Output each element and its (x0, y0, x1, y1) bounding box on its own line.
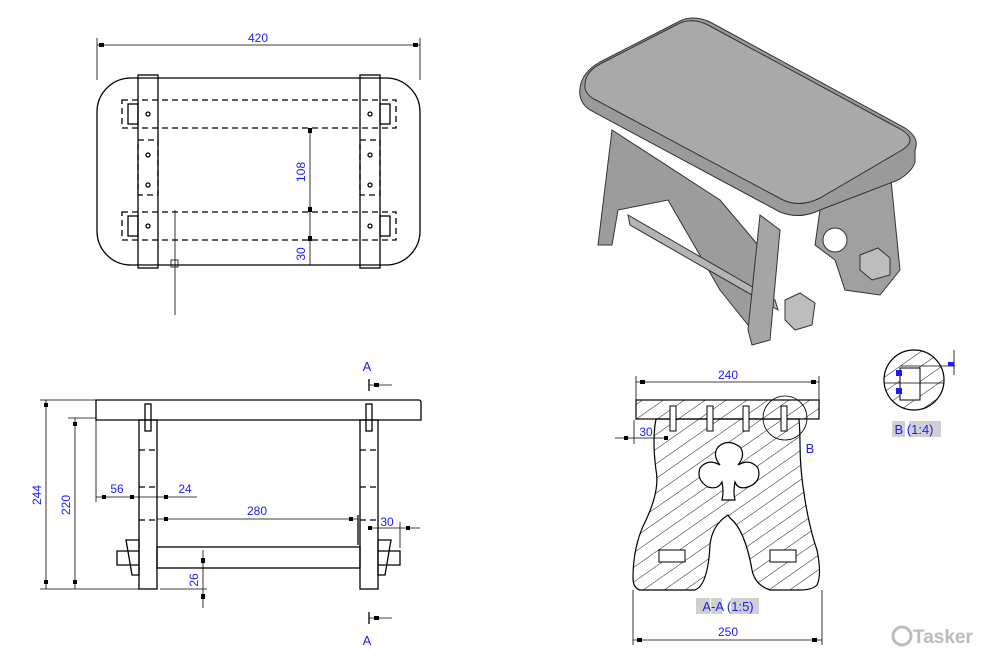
dim-24: 24 (178, 482, 192, 496)
tasker-watermark: Tasker (891, 625, 973, 648)
leg-right (359, 419, 379, 590)
leg-left (137, 74, 159, 269)
dim-56: 56 (110, 482, 124, 496)
dim-30-section: 30 (639, 425, 653, 439)
dim-250: 250 (718, 625, 738, 639)
section-title: A-A (1:5) (702, 599, 753, 614)
dim-420: 420 (248, 31, 268, 45)
seat-board (95, 399, 422, 421)
dim-220: 220 (59, 495, 73, 515)
leg-left (138, 419, 158, 590)
top-view[interactable]: 420 108 30 (96, 31, 421, 315)
detail-view-b[interactable]: B (1:4) (883, 349, 955, 437)
stretcher-rail (156, 546, 361, 569)
leg-right (359, 74, 381, 269)
dim-30-top: 30 (294, 247, 308, 261)
dim-280: 280 (247, 504, 267, 518)
dim-244: 244 (30, 485, 44, 505)
isometric-model[interactable] (579, 17, 917, 346)
dim-30-front: 30 (380, 515, 394, 529)
seat-outline (96, 77, 421, 266)
section-seat (635, 399, 820, 420)
seat-top (584, 20, 911, 204)
detail-title: B (1:4) (894, 422, 933, 437)
detail-marker-b: B (806, 441, 815, 456)
dim-26: 26 (187, 573, 201, 587)
stretcher (627, 214, 779, 312)
section-marker-top: A (363, 359, 372, 374)
section-leg (632, 418, 821, 591)
detail-b-circle (762, 395, 808, 441)
front-view[interactable]: 244 220 56 24 280 30 26 A A (30, 359, 422, 648)
watermark-text: Tasker (913, 627, 973, 648)
rail-hidden-bottom (121, 211, 397, 241)
section-view-aa[interactable]: 240 250 30 B A-A (1:5) (615, 368, 823, 645)
section-marker-bottom: A (363, 633, 372, 648)
club-cutout (698, 441, 760, 501)
dim-240: 240 (718, 368, 738, 382)
wedge-right (377, 539, 401, 576)
tasker-logo-icon (891, 625, 913, 647)
rail-hidden-top (121, 99, 397, 129)
leg-back (597, 129, 771, 341)
wedge-left (116, 539, 140, 576)
dim-108: 108 (294, 162, 308, 182)
